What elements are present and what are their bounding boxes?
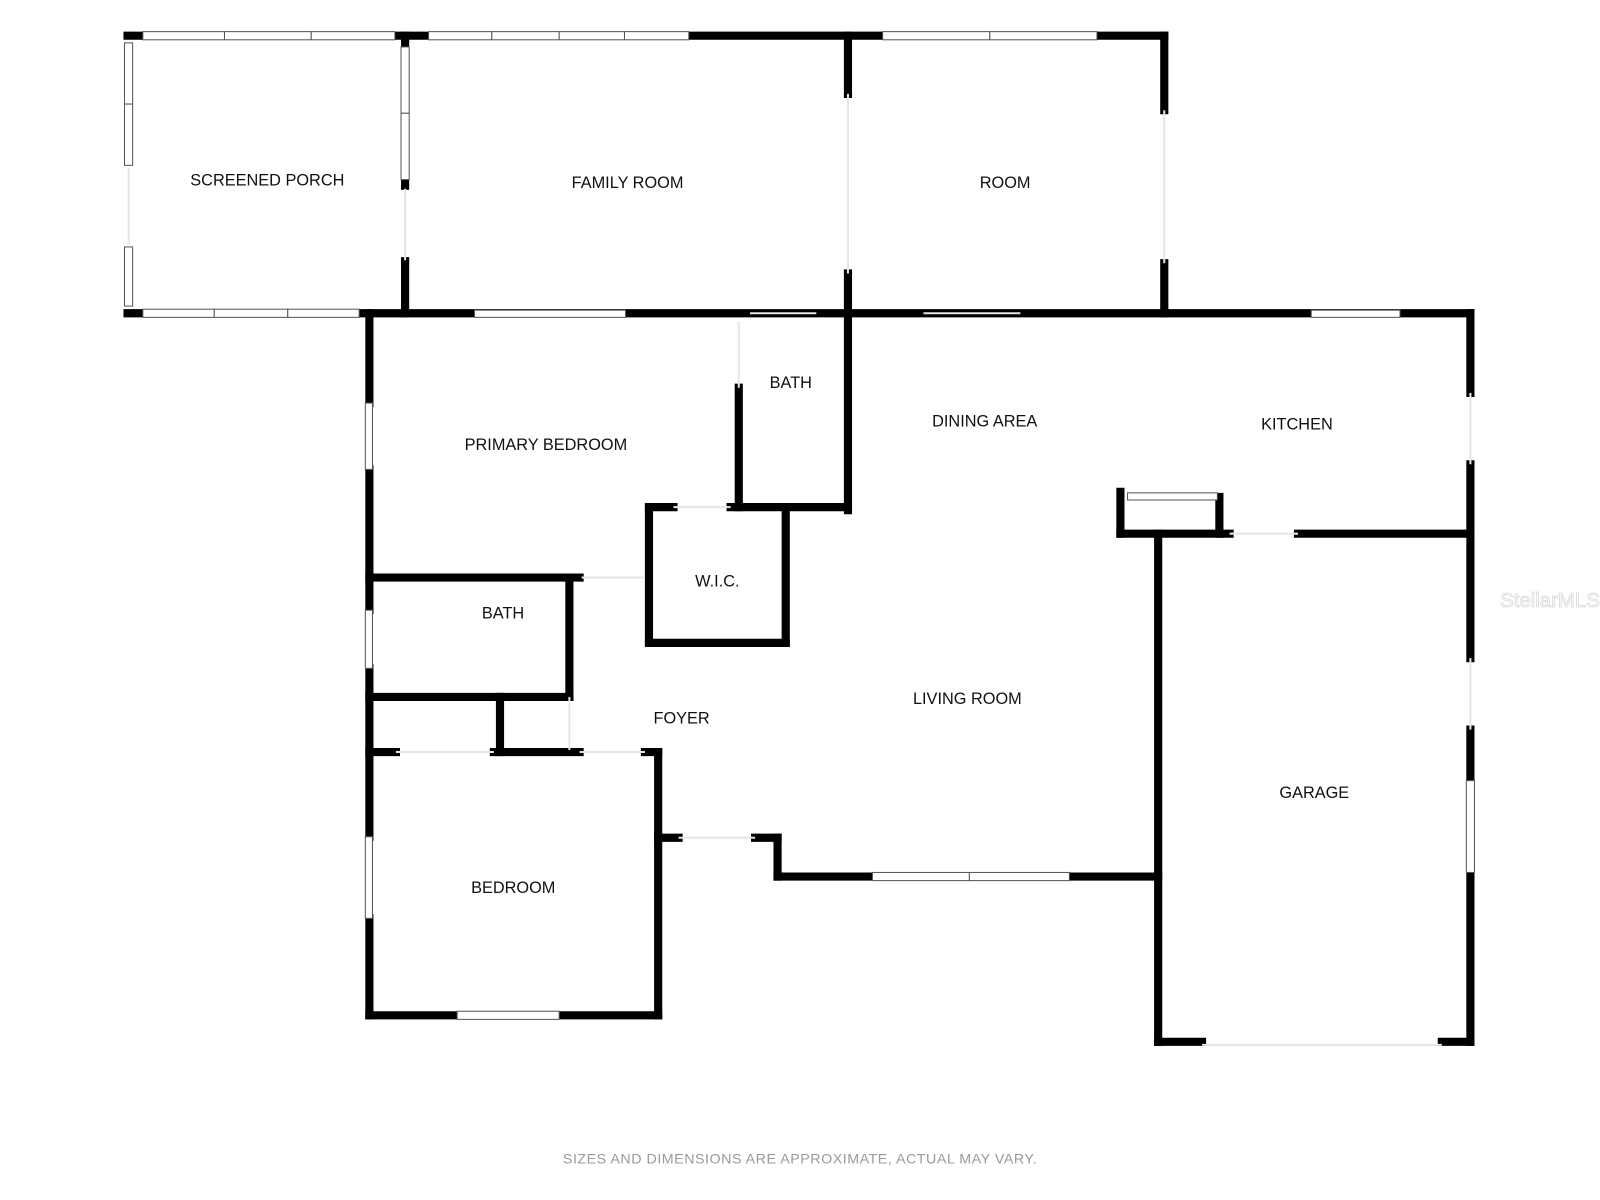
label-hall-bath: BATH	[482, 604, 524, 622]
label-family-room: FAMILY ROOM	[572, 174, 684, 192]
windows	[123, 31, 1476, 1020]
label-wic: W.I.C.	[695, 573, 739, 591]
openings	[127, 93, 1472, 1046]
label-kitchen: KITCHEN	[1261, 416, 1333, 434]
label-garage: GARAGE	[1279, 784, 1349, 802]
room-labels: SCREENED PORCH FAMILY ROOM ROOM PRIMARY …	[190, 172, 1349, 897]
label-primary-bath: BATH	[770, 374, 812, 392]
label-foyer: FOYER	[654, 709, 710, 727]
label-bedroom: BEDROOM	[471, 879, 555, 897]
watermark: StellarMLS	[1500, 590, 1600, 612]
footer-disclaimer: SIZES AND DIMENSIONS ARE APPROXIMATE, AC…	[563, 1151, 1037, 1167]
label-primary-bedroom: PRIMARY BEDROOM	[465, 436, 628, 454]
label-living-room: LIVING ROOM	[913, 690, 1022, 708]
label-screened-porch: SCREENED PORCH	[190, 172, 344, 190]
label-room: ROOM	[980, 174, 1031, 192]
label-dining-area: DINING AREA	[932, 413, 1037, 431]
